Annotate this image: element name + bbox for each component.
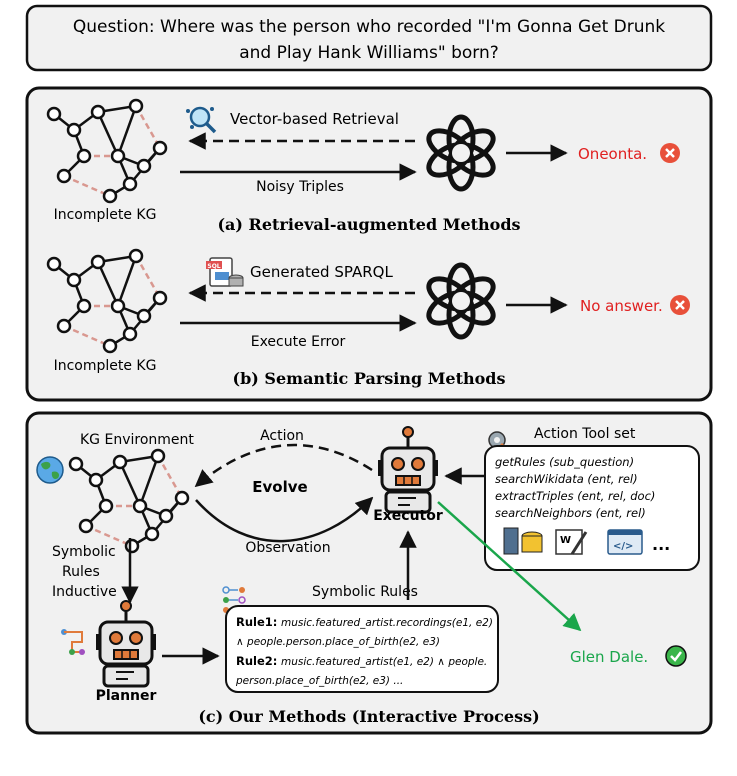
database-icon bbox=[503, 527, 543, 555]
wrong-icon bbox=[660, 143, 680, 163]
code-icon: </> bbox=[607, 529, 643, 555]
observation-label: Observation bbox=[245, 540, 330, 556]
sql-icon-text: SQL bbox=[207, 263, 220, 270]
action-label: Action bbox=[260, 428, 304, 444]
kg-label-b: Incomplete KG bbox=[54, 358, 157, 374]
magnifier-icon bbox=[186, 106, 217, 134]
noisy-triples-label: Noisy Triples bbox=[256, 179, 344, 195]
planner-flow-icon bbox=[61, 629, 85, 655]
tool-item: getRules (sub_question) bbox=[495, 455, 634, 469]
rule1-line-1: music.featured_artist.recordings(e1, e2) bbox=[281, 617, 493, 629]
question-line-2: and Play Hank Williams" born? bbox=[239, 43, 499, 63]
question-box: Question: Where was the person who recor… bbox=[25, 4, 713, 72]
inductive-line-3: Inductive bbox=[52, 584, 117, 600]
caption-a: (a) Retrieval-augmented Methods bbox=[217, 215, 520, 234]
inductive-line-1: Symbolic bbox=[52, 544, 116, 560]
answer-a: Oneonta. bbox=[578, 145, 647, 163]
answer-arrow bbox=[437, 501, 582, 632]
panel-b: Incomplete KG SQL Generated SPARQL Execu… bbox=[46, 248, 690, 388]
wrong-icon bbox=[670, 295, 690, 315]
wiki-icon-letter: W bbox=[560, 535, 571, 546]
rule2-label: Rule2: bbox=[236, 654, 277, 668]
evolve-label: Evolve bbox=[252, 478, 307, 496]
observation-arrow bbox=[195, 496, 374, 543]
caption-c: (c) Our Methods (Interactive Process) bbox=[198, 707, 539, 726]
rule2-line-1: music.featured_artist(e1, e2) ∧ people. bbox=[281, 656, 487, 668]
tool-item: extractTriples (ent, rel, doc) bbox=[495, 489, 655, 503]
answer-b: No answer. bbox=[580, 297, 663, 315]
kg-label-a: Incomplete KG bbox=[54, 207, 157, 223]
caption-b: (b) Semantic Parsing Methods bbox=[233, 369, 506, 388]
rule2-line-2: person.place_of_birth(e2, e3) ... bbox=[235, 675, 403, 687]
tool-item: searchWikidata (ent, rel) bbox=[495, 472, 638, 486]
panel-c: KG Environment Action Evolve Observation… bbox=[25, 411, 713, 735]
execute-error-label: Execute Error bbox=[251, 334, 346, 350]
globe-icon bbox=[36, 456, 64, 484]
rules-box bbox=[225, 605, 499, 693]
answer-c: Glen Dale. bbox=[570, 648, 648, 666]
rule1-label: Rule1: bbox=[236, 615, 277, 629]
panel-a: Incomplete KG Vector-based Retrieval Noi… bbox=[46, 98, 680, 234]
wiki-edit-icon: W bbox=[555, 529, 588, 555]
check-icon bbox=[665, 645, 687, 667]
tools-more: ... bbox=[652, 535, 670, 554]
kg-environment-label: KG Environment bbox=[80, 432, 194, 448]
question-line-1: Question: Where was the person who recor… bbox=[73, 17, 665, 37]
generated-sparql-label: Generated SPARQL bbox=[250, 263, 393, 281]
baseline-panel bbox=[25, 86, 713, 402]
action-arrow bbox=[194, 443, 373, 488]
symbolic-rules-label: Symbolic Rules bbox=[312, 584, 418, 600]
executor-label: Executor bbox=[373, 508, 443, 524]
vector-retrieval-label: Vector-based Retrieval bbox=[230, 110, 399, 128]
toolset-title: Action Tool set bbox=[534, 426, 636, 442]
planner-label: Planner bbox=[96, 688, 157, 704]
sql-icon: SQL bbox=[206, 257, 244, 287]
rule1-line-2: ∧ people.person.place_of_birth(e2, e3) bbox=[236, 636, 440, 648]
code-icon-glyph: </> bbox=[613, 541, 633, 552]
inductive-line-2: Rules bbox=[62, 564, 100, 580]
tool-item: searchNeighbors (ent, rel) bbox=[495, 506, 646, 520]
